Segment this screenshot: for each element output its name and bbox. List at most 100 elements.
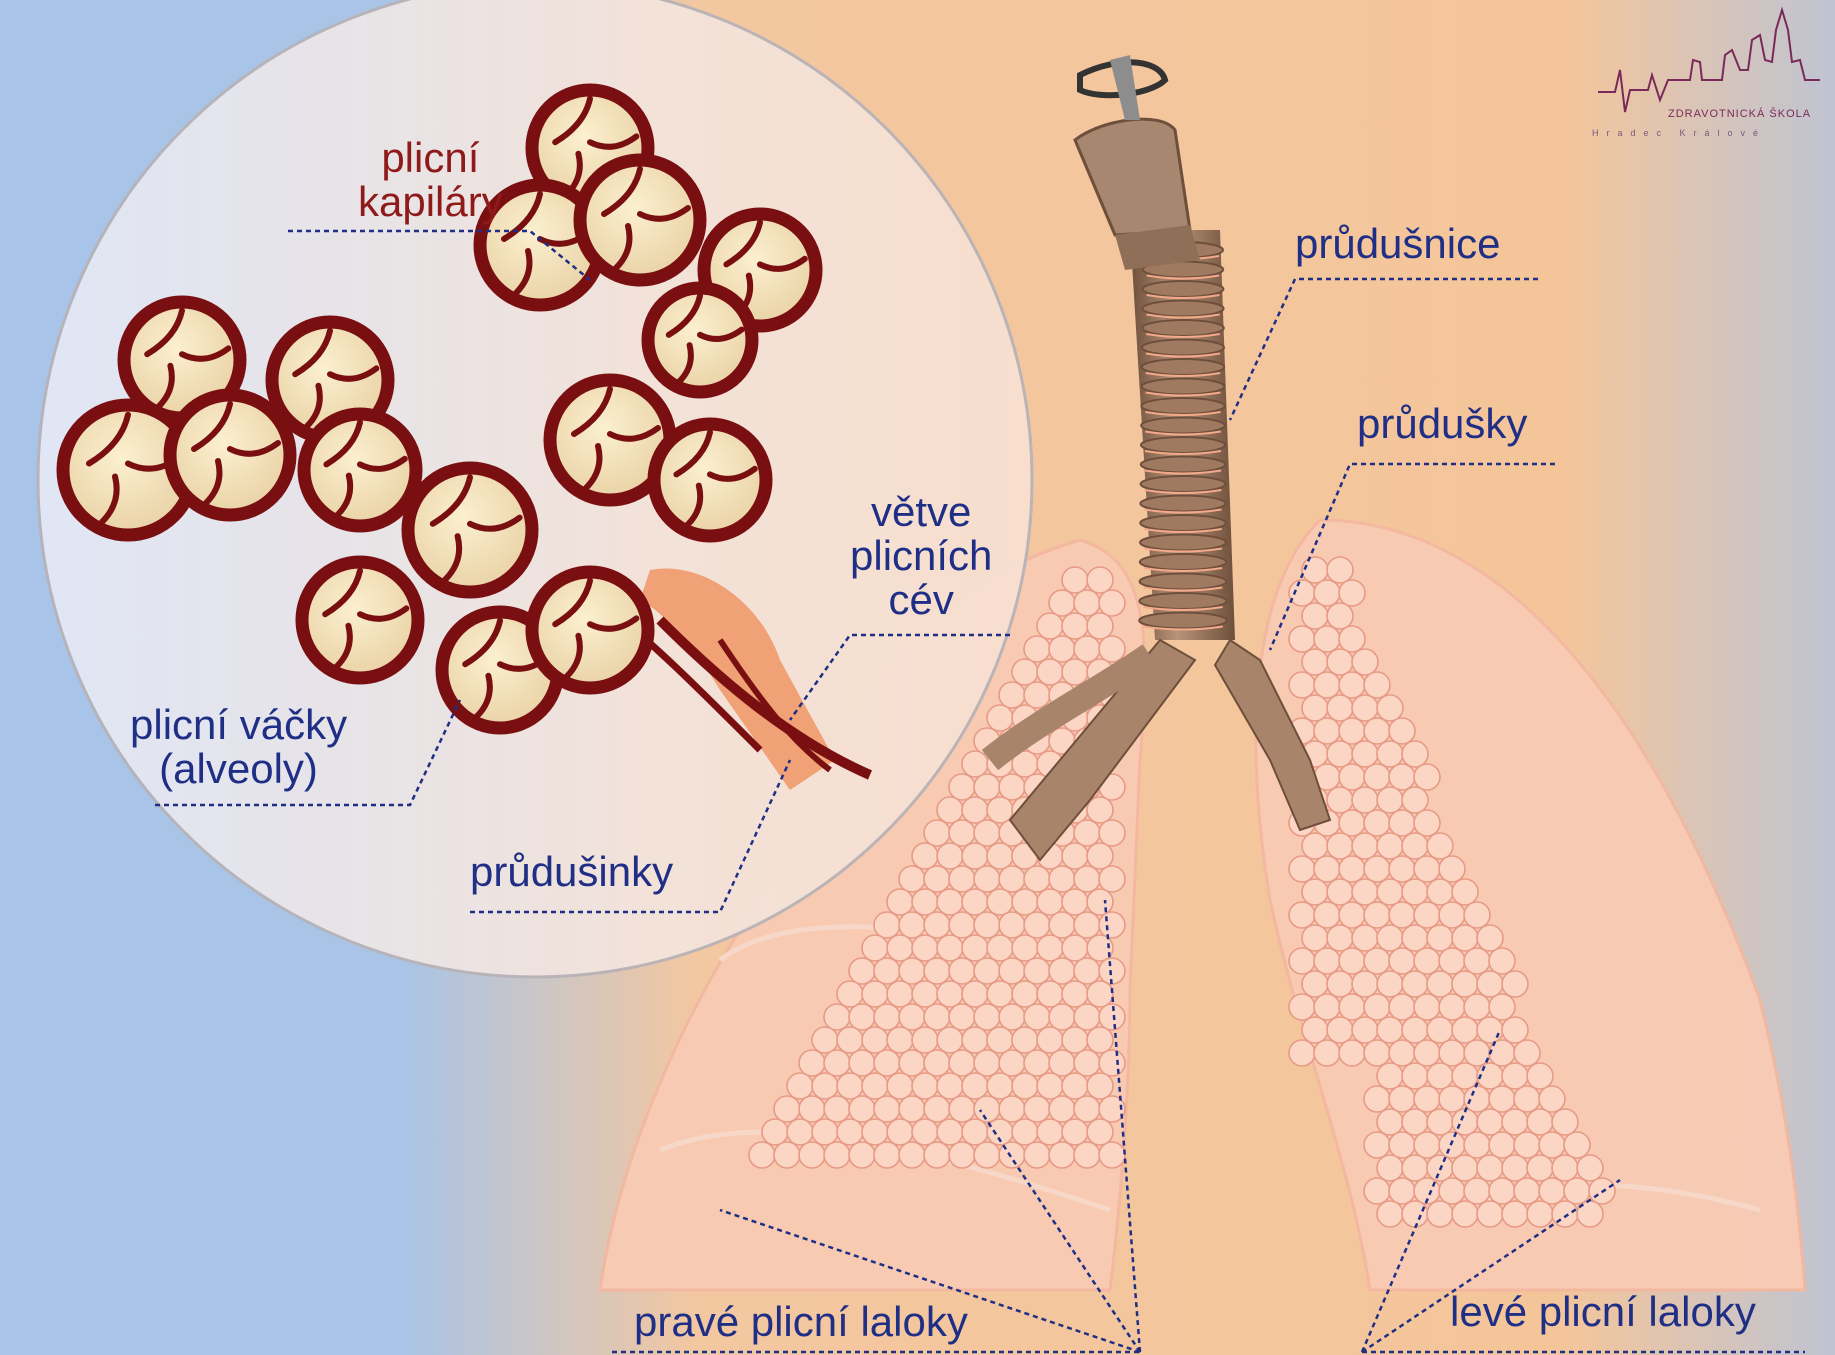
- lung-alveolus: [1389, 902, 1415, 928]
- lung-alveolus: [1327, 879, 1353, 905]
- trachea-ring: [1140, 554, 1226, 570]
- lung-alveolus: [1427, 971, 1453, 997]
- lung-alveolus: [1099, 820, 1125, 846]
- lung-alveolus: [1414, 1132, 1440, 1158]
- lung-alveolus: [1489, 1086, 1515, 1112]
- lung-alveolus: [1037, 889, 1063, 915]
- lung-alveolus: [937, 1119, 963, 1145]
- lung-alveolus: [1452, 1109, 1478, 1135]
- lung-alveolus: [949, 958, 975, 984]
- lung-alveolus: [1377, 879, 1403, 905]
- lung-alveolus: [962, 751, 988, 777]
- lung-alveolus: [1477, 1017, 1503, 1043]
- lung-alveolus: [949, 912, 975, 938]
- lung-alveolus: [1414, 810, 1440, 836]
- lung-alveolus: [1389, 1132, 1415, 1158]
- trachea-ring: [1142, 379, 1225, 395]
- label-bronchi: průdušky: [1357, 402, 1527, 446]
- lung-alveolus: [1377, 925, 1403, 951]
- lung-alveolus: [887, 1073, 913, 1099]
- trachea-ring: [1141, 418, 1225, 434]
- lung-alveolus: [937, 935, 963, 961]
- lung-alveolus: [1339, 626, 1365, 652]
- lung-alveolus: [862, 1119, 888, 1145]
- lung-alveolus: [1062, 567, 1088, 593]
- lung-alveolus: [1414, 856, 1440, 882]
- lung-alveolus: [1389, 1040, 1415, 1066]
- lung-alveolus: [1314, 902, 1340, 928]
- lung-alveolus: [1314, 1040, 1340, 1066]
- lung-alveolus: [1377, 1109, 1403, 1135]
- lung-alveolus: [1302, 695, 1328, 721]
- lung-alveolus: [1352, 1017, 1378, 1043]
- lung-alveolus: [1289, 672, 1315, 698]
- lung-alveolus: [1427, 833, 1453, 859]
- lung-alveolus: [1327, 787, 1353, 813]
- lung-alveolus: [1402, 1155, 1428, 1181]
- lung-alveolus: [1427, 879, 1453, 905]
- lung-alveolus: [1012, 889, 1038, 915]
- lung-alveolus: [1049, 1142, 1075, 1168]
- lung-alveolus: [1377, 1017, 1403, 1043]
- lung-alveolus: [1502, 1063, 1528, 1089]
- lung-alveolus: [1377, 1155, 1403, 1181]
- lung-alveolus: [949, 1050, 975, 1076]
- lung-alveolus: [1352, 879, 1378, 905]
- lung-alveolus: [1087, 1073, 1113, 1099]
- lung-alveolus: [1037, 659, 1063, 685]
- lung-alveolus: [1352, 695, 1378, 721]
- lung-alveolus: [1074, 820, 1100, 846]
- lung-alveolus: [1339, 672, 1365, 698]
- lung-alveolus: [1062, 889, 1088, 915]
- lung-alveolus: [1402, 1109, 1428, 1135]
- lung-alveolus: [1352, 925, 1378, 951]
- lung-alveolus: [1037, 981, 1063, 1007]
- lung-alveolus: [1062, 981, 1088, 1007]
- lung-alveolus: [1564, 1132, 1590, 1158]
- lung-alveolus: [1024, 866, 1050, 892]
- lung-alveolus: [1062, 1119, 1088, 1145]
- lung-alveolus: [849, 1004, 875, 1030]
- lung-alveolus: [1099, 1050, 1125, 1076]
- lung-alveolus: [874, 1096, 900, 1122]
- lung-alveolus: [962, 935, 988, 961]
- lung-alveolus: [1552, 1109, 1578, 1135]
- lung-alveolus: [899, 1142, 925, 1168]
- lung-alveolus: [924, 1142, 950, 1168]
- lung-alveolus: [987, 981, 1013, 1007]
- lung-alveolus: [974, 1004, 1000, 1030]
- lung-alveolus: [1439, 1040, 1465, 1066]
- lung-alveolus: [937, 1027, 963, 1053]
- lung-alveolus: [1327, 925, 1353, 951]
- lung-alveolus: [962, 1073, 988, 1099]
- lung-alveolus: [1414, 1040, 1440, 1066]
- lung-alveolus: [1024, 912, 1050, 938]
- lung-alveolus: [1289, 580, 1315, 606]
- lung-alveolus: [1514, 1178, 1540, 1204]
- lung-alveolus: [1489, 1132, 1515, 1158]
- trachea-ring: [1140, 496, 1225, 512]
- lung-alveolus: [1289, 856, 1315, 882]
- lung-alveolus: [862, 935, 888, 961]
- lung-alveolus: [1402, 741, 1428, 767]
- lung-alveolus: [774, 1096, 800, 1122]
- lung-alveolus: [1327, 649, 1353, 675]
- lung-alveolus: [1087, 1027, 1113, 1053]
- lung-alveolus: [1352, 787, 1378, 813]
- lung-alveolus: [1464, 1086, 1490, 1112]
- trachea-ring: [1142, 320, 1224, 336]
- lung-alveolus: [1289, 1040, 1315, 1066]
- lung-alveolus: [974, 1050, 1000, 1076]
- lung-alveolus: [999, 774, 1025, 800]
- lung-alveolus: [1414, 764, 1440, 790]
- lung-alveolus: [1327, 1017, 1353, 1043]
- lung-alveolus: [1477, 1155, 1503, 1181]
- lung-alveolus: [1049, 1050, 1075, 1076]
- lung-alveolus: [1414, 902, 1440, 928]
- lung-alveolus: [924, 820, 950, 846]
- lung-alveolus: [1489, 948, 1515, 974]
- lung-alveolus: [1464, 1132, 1490, 1158]
- logo-school-name: ZDRAVOTNICKÁ ŠKOLA: [1668, 108, 1811, 120]
- lung-alveolus: [1314, 948, 1340, 974]
- lung-alveolus: [924, 958, 950, 984]
